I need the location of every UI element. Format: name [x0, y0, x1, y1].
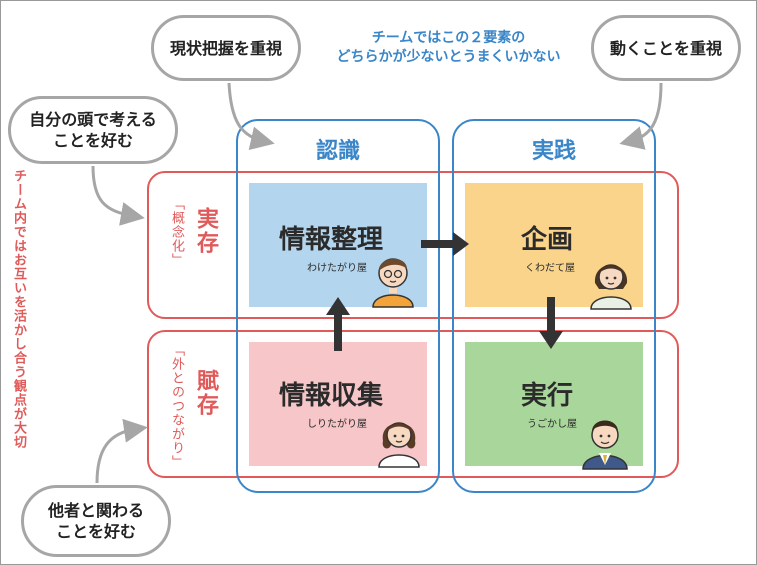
team-balance-note-line1: チームではこの２要素の	[371, 30, 526, 46]
cell-execution-sub: うごかし屋	[527, 419, 577, 430]
row-bottom-label: 賦存	[193, 369, 218, 417]
person-collector-icon	[378, 422, 420, 468]
bubble-people-line1: 他者と関わる	[47, 501, 144, 520]
row-frame-top	[147, 171, 679, 319]
row-frame-bottom	[147, 330, 679, 478]
cell-info-organize-title: 情報整理	[279, 225, 384, 255]
bubble-relate-others: 他者と関わる ことを好む	[21, 485, 171, 557]
arrow-collect-to-organize	[326, 297, 350, 351]
person-planner-icon	[590, 264, 632, 310]
team-balance-note-line2: どちらかが少ないとうまくいかない	[336, 49, 561, 65]
bubble-tail-action	[619, 82, 663, 150]
cell-planning-title: 企画	[521, 225, 574, 255]
cell-planning-sub: くわだて屋	[525, 263, 575, 274]
mutual-support-note: チーム内ではお互いを活かし合う観点が大切	[11, 169, 26, 449]
column-frame-right	[452, 119, 656, 493]
person-executor-icon	[582, 420, 628, 470]
bubble-people-line2: ことを好む	[55, 522, 136, 541]
cell-info-collect-title: 情報収集	[279, 381, 384, 411]
bubble-action: 動くことを重視	[591, 15, 741, 81]
row-bottom-sublabel: 「外とのつながり」	[169, 343, 184, 469]
bubble-think-line1: 自分の頭で考える	[29, 110, 157, 129]
bubble-think-alone: 自分の頭で考える ことを好む	[8, 96, 178, 164]
bubble-current-state-text: 現状把握を重視	[169, 38, 282, 58]
cell-info-collect-sub: しりたがり屋	[307, 419, 367, 430]
arrow-plan-to-execute	[539, 297, 563, 349]
arrow-organize-to-plan	[421, 232, 469, 256]
column-title-recognition: 認識	[315, 139, 360, 164]
bubble-tail-people	[95, 418, 148, 484]
person-organizer-icon	[372, 258, 414, 308]
bubble-think-line2: ことを好む	[52, 131, 133, 150]
cell-info-organize-sub: わけたがり屋	[307, 263, 367, 274]
row-top-label: 実存	[193, 207, 218, 255]
column-frame-left	[236, 119, 440, 493]
cell-execution-title: 実行	[521, 381, 574, 411]
bubble-current-state: 現状把握を重視	[151, 15, 301, 81]
bubble-tail-think	[91, 165, 145, 226]
bubble-tail-current-state	[227, 82, 275, 151]
row-top-sublabel: 「概念化」	[169, 197, 184, 267]
bubble-action-text: 動くことを重視	[609, 38, 722, 58]
column-title-practice: 実践	[531, 139, 576, 164]
team-balance-note: チームではこの２要素の どちらかが少ないとうまくいかない	[306, 29, 591, 67]
